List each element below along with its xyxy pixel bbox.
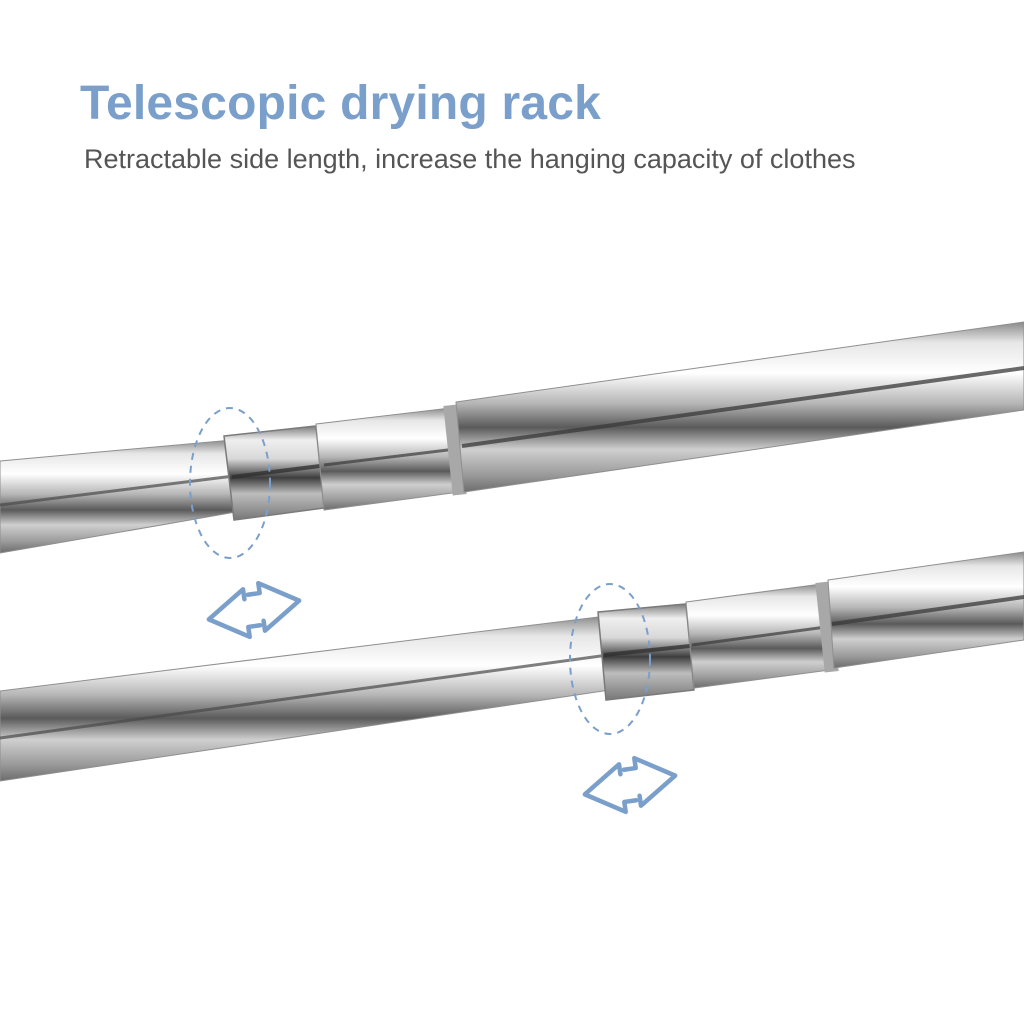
page-title: Telescopic drying rack (80, 77, 602, 130)
double-arrow-icon-lower (582, 755, 678, 815)
page-subtitle: Retractable side length, increase the ha… (84, 144, 856, 174)
double-arrow-icon-upper (206, 580, 302, 640)
lower-rod (0, 551, 1024, 782)
dashed-oval-highlight-lower (569, 583, 651, 735)
upper-rod (0, 321, 1024, 554)
dashed-oval-highlight-upper (189, 407, 271, 559)
